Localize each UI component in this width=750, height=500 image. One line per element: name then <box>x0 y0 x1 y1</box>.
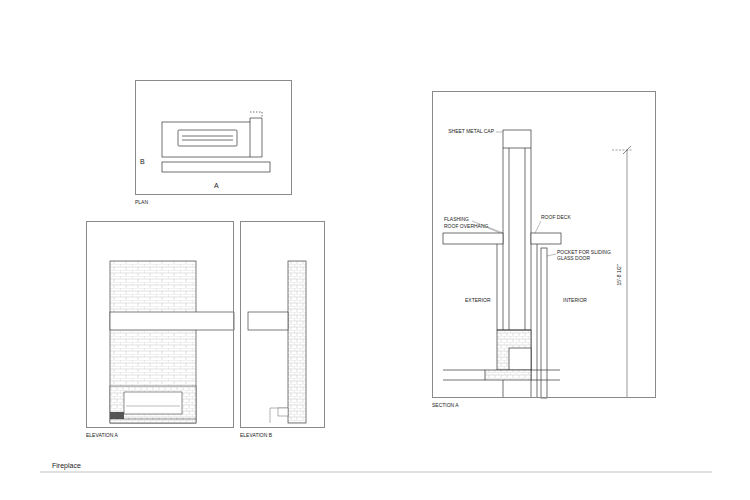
sheet-title: Fireplace <box>52 462 81 469</box>
zone-label: INTERIOR <box>563 298 587 304</box>
callout-label: SHEET METAL CAP <box>448 129 494 135</box>
view-marker: B <box>140 158 145 166</box>
plan-drawing <box>162 112 270 172</box>
plan-frame: PLAN <box>135 80 292 195</box>
leader-lines <box>472 132 556 256</box>
callout-label: ROOF DECK <box>541 215 571 221</box>
view-title: PLAN <box>135 199 148 205</box>
view-marker: A <box>214 182 219 190</box>
view-title: ELEVATION A <box>86 432 118 438</box>
section-drawing <box>443 130 632 398</box>
frame-border <box>135 80 292 195</box>
elevation-a-frame: ELEVATION A <box>86 221 234 428</box>
zone-label: EXTERIOR <box>465 298 491 304</box>
view-title: SECTION A <box>432 402 459 408</box>
frame-border <box>86 221 234 428</box>
elevation-b-drawing <box>248 261 306 423</box>
section-a-frame: SECTION A <box>432 91 656 398</box>
callout-label: ROOF OVERHANG <box>444 224 488 230</box>
callout-label: POCKET FOR SLIDING GLASS DOOR <box>557 250 619 262</box>
frame-border <box>240 221 325 428</box>
dimension-label: 15'-8 1/2" <box>617 263 623 286</box>
view-title: ELEVATION B <box>240 432 272 438</box>
elevation-a-drawing <box>110 261 234 423</box>
frame-border <box>432 91 656 398</box>
elevation-b-frame: ELEVATION B <box>240 221 325 428</box>
callout-label: FLASHING <box>444 217 469 223</box>
